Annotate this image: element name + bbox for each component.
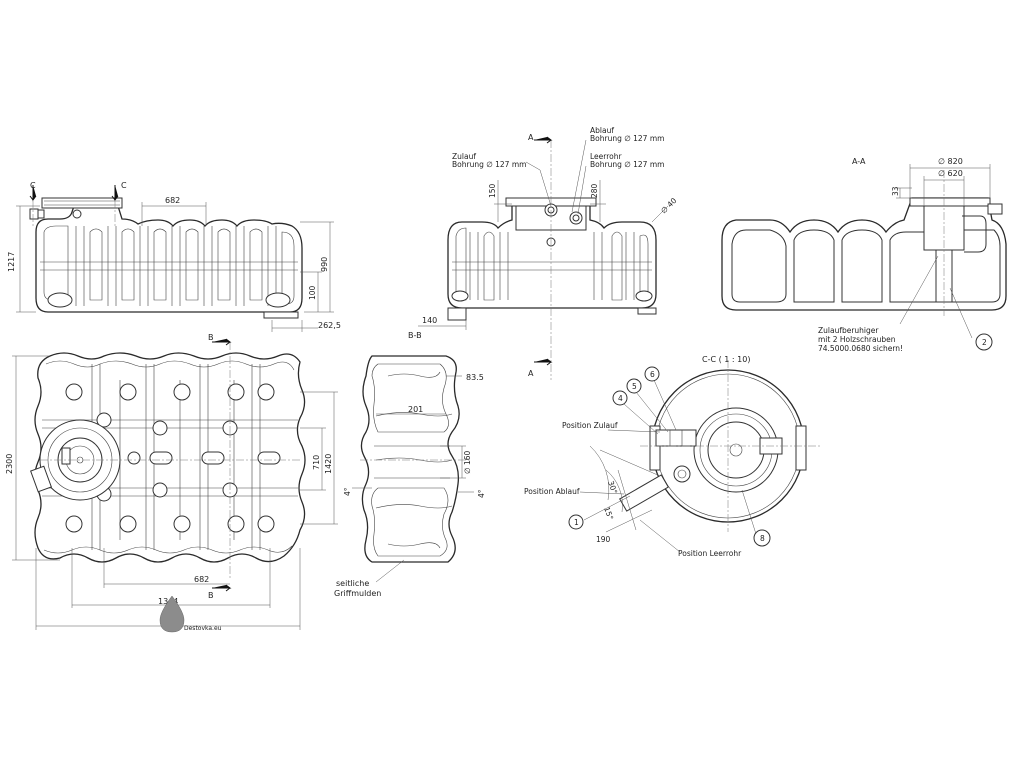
height-33-dimension: 33 (891, 186, 900, 196)
section-a-a-title: A-A (852, 157, 866, 166)
watermark-text: Destovka.eu (184, 625, 222, 632)
diameter-160-dimension: ∅ 160 (463, 451, 472, 474)
diameter-620-dimension: ∅ 620 (938, 169, 963, 178)
spacing-1420-dimension: 1420 (324, 454, 333, 474)
balloon-8-number: 8 (760, 534, 765, 543)
dimension-83-5: 83.5 (466, 373, 484, 382)
balloon-2: 2 (975, 333, 993, 351)
dimension-201: 201 (408, 405, 423, 414)
dimension-190: 190 (596, 535, 611, 544)
length-2300-dimension: 2300 (5, 454, 14, 474)
diameter-820-dimension: ∅ 820 (938, 157, 963, 166)
zulaufberuhiger-part-label: 74.5000.0680 sichern! (818, 344, 903, 353)
griffmulden-label-line2: Griffmulden (334, 589, 381, 598)
section-b-top-label: B (208, 333, 214, 342)
balloon-2-number: 2 (982, 338, 987, 347)
angle-15-dimension: 15° (602, 506, 615, 522)
front-view (16, 185, 334, 332)
leerrohr-bohrung-label: Bohrung ∅ 127 mm (590, 160, 664, 169)
offset-262-5-dimension: 262,5 (318, 321, 341, 330)
width-682-top-dimension: 682 (165, 196, 180, 205)
section-a-top-label: A (528, 133, 534, 142)
section-a-bottom-label: A (528, 369, 534, 378)
height-1217-dimension: 1217 (7, 252, 16, 272)
angle-30-dimension: 30° (606, 480, 619, 496)
balloon-5: 5 (626, 378, 642, 394)
diameter-40-dimension: ∅ 40 (659, 196, 679, 216)
section-a-a-view (721, 164, 1007, 339)
zulaufberuhiger-label: Zulaufberuhiger (818, 326, 879, 335)
balloon-6-number: 6 (650, 370, 655, 379)
position-ablauf-label: Position Ablauf (524, 487, 580, 496)
watermark-logo: Destovka.eu (159, 595, 222, 633)
offset-682-bottom-dimension: 682 (194, 575, 209, 584)
balloon-5-number: 5 (632, 382, 637, 391)
height-990-dimension: 990 (320, 257, 329, 272)
balloon-1-number: 1 (574, 518, 579, 527)
griffmulden-label-line1: seitliche (336, 579, 369, 588)
balloon-4: 4 (612, 390, 628, 406)
balloon-4-number: 4 (618, 394, 623, 403)
balloon-6: 6 (644, 366, 660, 382)
leerrohr-label: Leerrohr (590, 152, 622, 161)
ablauf-label: Ablauf (590, 126, 614, 135)
balloon-1: 1 (568, 514, 584, 530)
zulaufberuhiger-screws-label: mit 2 Holzschrauben (818, 335, 896, 344)
section-c-left-label: C (30, 181, 36, 190)
section-c-c-title: C-C ( 1 : 10) (702, 355, 750, 364)
section-c-c-view (579, 360, 820, 553)
zulauf-bohrung-label: Bohrung ∅ 127 mm (452, 160, 526, 169)
spacing-710-dimension: 710 (312, 455, 321, 470)
ablauf-bohrung-label: Bohrung ∅ 127 mm (590, 134, 664, 143)
height-280-dimension: 280 (590, 183, 599, 198)
height-150-dimension: 150 (488, 183, 497, 198)
offset-140-dimension: 140 (422, 316, 437, 325)
balloon-8: 8 (753, 529, 771, 547)
section-c-right-label: C (121, 181, 127, 190)
position-zulauf-label: Position Zulauf (562, 421, 618, 430)
angle-4-right-dimension: 4° (477, 489, 486, 498)
angle-4-left-dimension: 4° (343, 487, 352, 496)
section-b-bottom-label: B (208, 591, 214, 600)
side-view (352, 355, 474, 583)
height-100-dimension: 100 (308, 285, 317, 300)
position-leerrohr-label: Position Leerrohr (678, 549, 742, 558)
section-b-b-view (418, 136, 669, 380)
top-view (12, 338, 338, 630)
section-b-b-title: B-B (408, 331, 422, 340)
zulauf-label: Zulauf (452, 152, 476, 161)
